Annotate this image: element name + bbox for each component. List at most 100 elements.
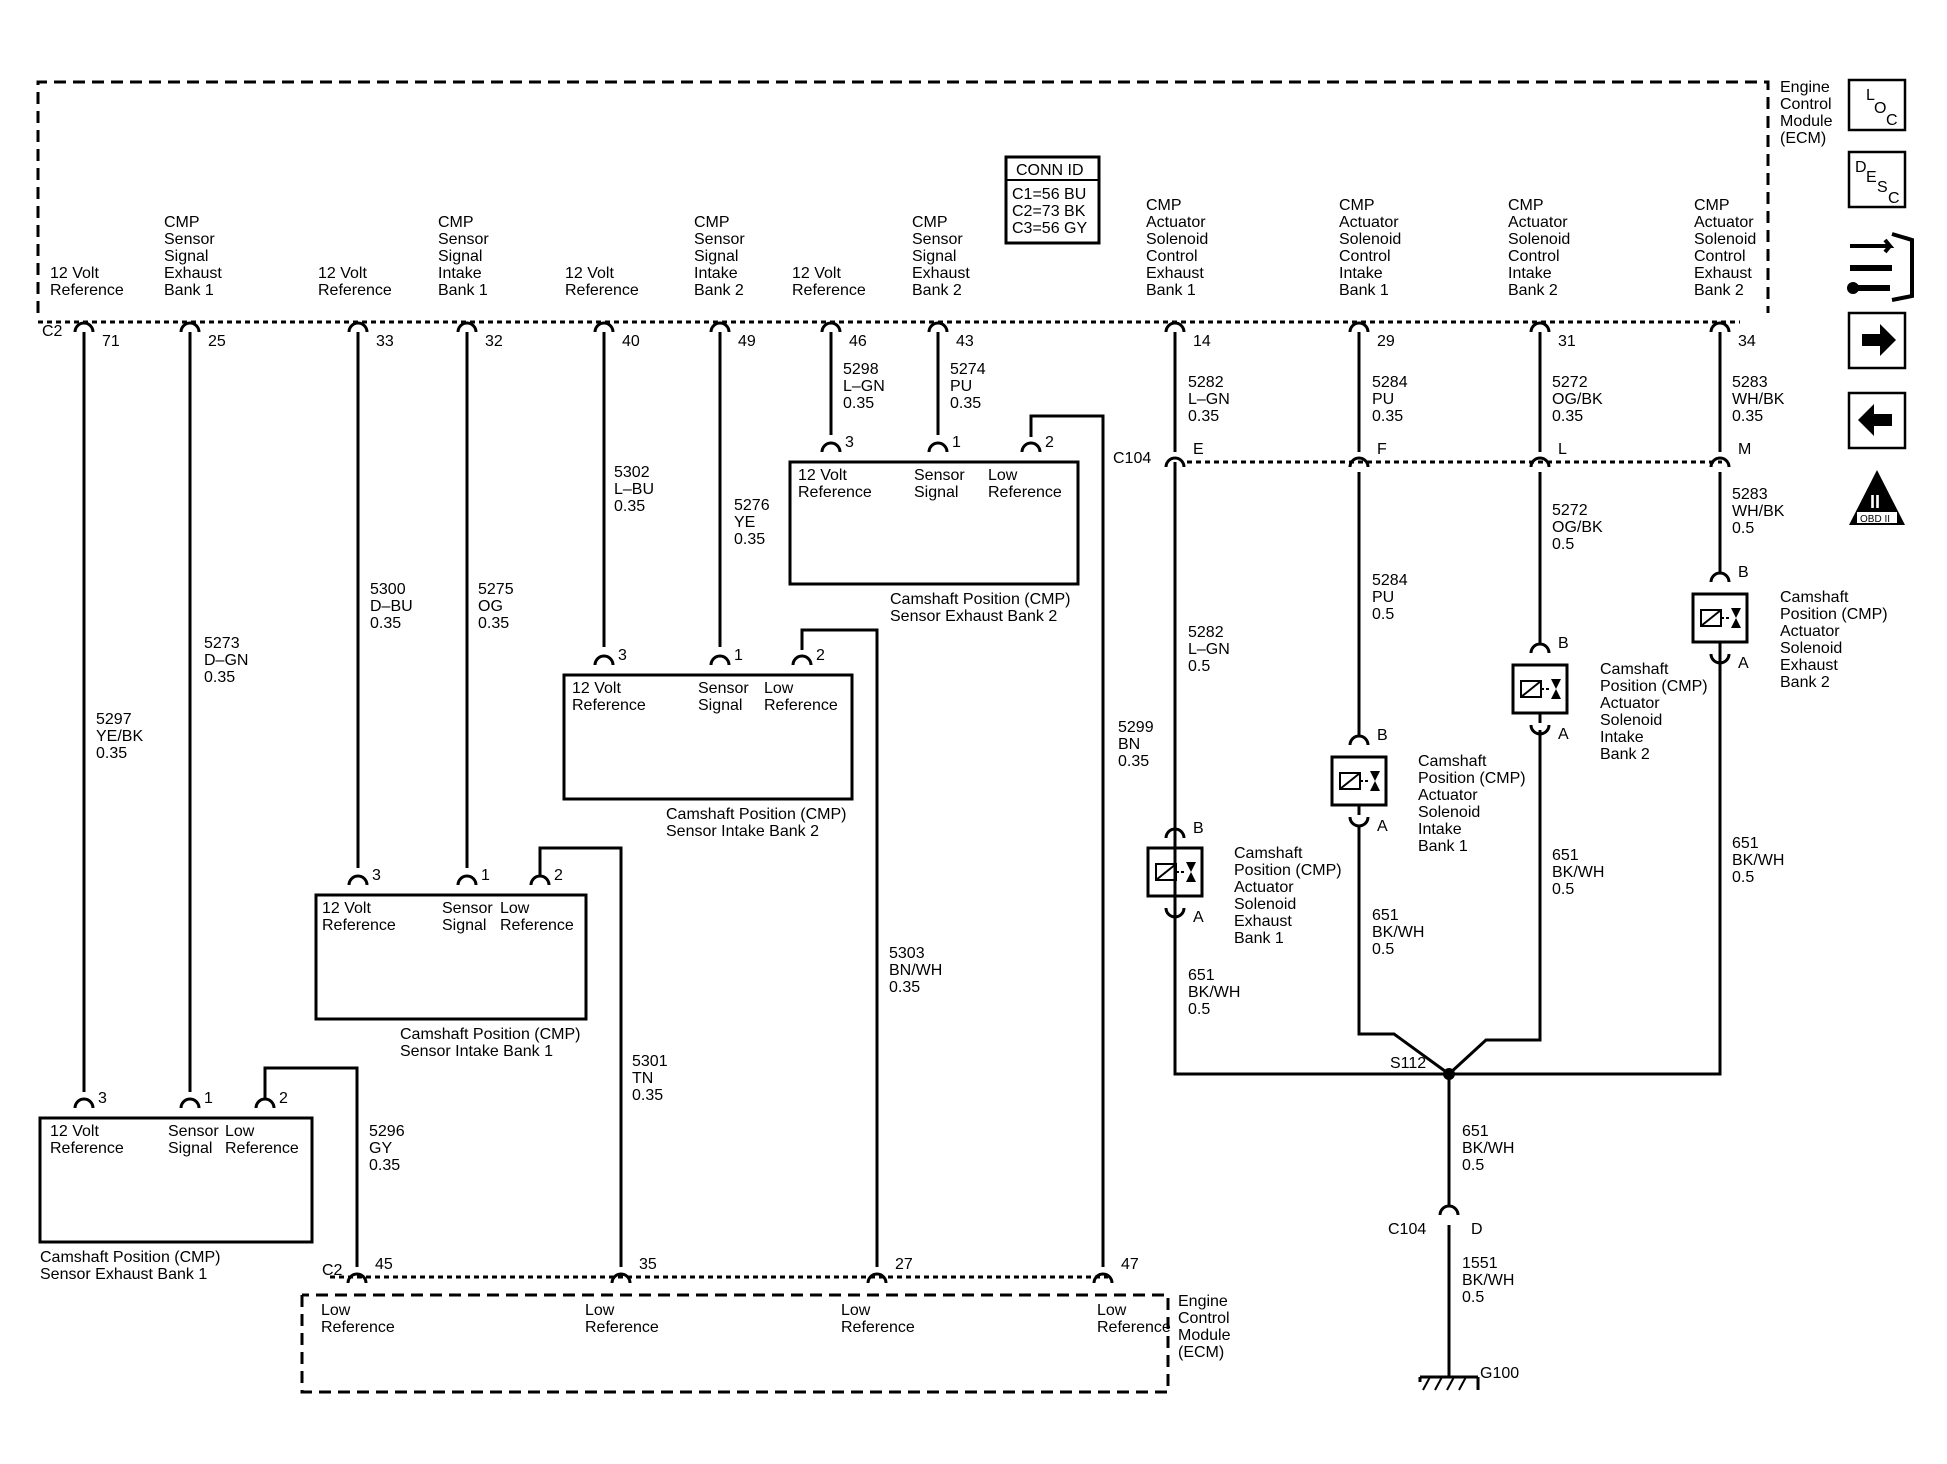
sensor-terminal-label: Reference (50, 1140, 124, 1157)
ecm-terminal-label: CMP (694, 214, 730, 231)
wire-gauge: 0.35 (950, 395, 981, 412)
ecm-terminal-label: Solenoid (1694, 231, 1756, 248)
solenoid-name: Position (CMP) (1418, 770, 1526, 787)
ecm-bottom-label: Reference (841, 1319, 915, 1336)
wire-color: BK/WH (1372, 924, 1424, 941)
solenoid-name: Bank 1 (1234, 930, 1284, 947)
ecm-terminal-label: CMP (1694, 197, 1730, 214)
wire-gauge: 0.35 (632, 1087, 663, 1104)
ecm-bottom-label: Reference (321, 1319, 395, 1336)
ecm-terminal-label: Solenoid (1146, 231, 1208, 248)
wire-color: WH/BK (1732, 391, 1785, 408)
ecm-title-line: Engine (1780, 79, 1830, 96)
solenoid-pin: B (1377, 727, 1388, 744)
ecm-terminal-label: Signal (912, 248, 956, 265)
ecm-terminal-label: Actuator (1508, 214, 1568, 231)
ecm-title-line: (ECM) (1780, 130, 1826, 147)
ecm-terminals: 12 VoltReference71CMPSensorSignalExhaust… (50, 197, 1756, 1267)
schematic-connector-icon[interactable] (1847, 232, 1914, 302)
conn-id-box: CONN ID C1=56 BU C2=73 BK C3=56 GY (1004, 155, 1101, 245)
ecm-pin-number: 43 (956, 333, 974, 350)
forward-arrow-icon[interactable] (1847, 311, 1907, 370)
ecm-terminal-label: CMP (164, 214, 200, 231)
solenoid-name: Camshaft (1780, 589, 1849, 606)
ecm-terminal-label: Solenoid (1508, 231, 1570, 248)
ecm-bottom-pin-number: 47 (1121, 1256, 1139, 1273)
wire-circuit-number: 5284 (1372, 572, 1408, 589)
sensor-pin-number: 2 (279, 1090, 288, 1107)
loc-icon[interactable]: L O C (1847, 78, 1907, 132)
wire-color: BN (1118, 736, 1140, 753)
ecm-bottom-title-line: Control (1178, 1310, 1230, 1327)
wire-gauge: 0.5 (1462, 1157, 1484, 1174)
wire-color: BK/WH (1462, 1140, 1514, 1157)
sensor-pin-number: 2 (816, 647, 825, 664)
sensor-terminal-label: Signal (914, 484, 958, 501)
sensor-pin-number: 2 (554, 867, 563, 884)
sensor-name: Camshaft Position (CMP) (666, 806, 847, 823)
wire-gauge: 0.35 (96, 745, 127, 762)
sensor-pin-number: 2 (1045, 434, 1054, 451)
wire-gauge: 0.5 (1188, 1001, 1210, 1018)
desc-letter: S (1877, 179, 1888, 196)
wire-gauge: 0.35 (889, 979, 920, 996)
wire-circuit-number: 5282 (1188, 374, 1224, 391)
ecm-terminal-label: Bank 2 (1508, 282, 1558, 299)
sensor-terminal-label: Sensor (168, 1123, 219, 1140)
ecm-terminal-label: Intake (438, 265, 482, 282)
wire-color: L–GN (1188, 391, 1230, 408)
ecm-terminal-label: Control (1694, 248, 1746, 265)
ecm-title-line: Module (1780, 113, 1833, 130)
wire-color: WH/BK (1732, 503, 1785, 520)
sensor-terminal-label: Sensor (914, 467, 965, 484)
desc-icon[interactable]: D E S C (1847, 150, 1907, 209)
solenoid-name: Intake (1418, 821, 1462, 838)
wire-color: OG/BK (1552, 519, 1603, 536)
wire-color: BK/WH (1188, 984, 1240, 1001)
ecm-terminal-label: 12 Volt (792, 265, 841, 282)
ecm-terminal-label: Signal (438, 248, 482, 265)
connector-c104-label: C104 (1113, 450, 1151, 467)
wire-gauge: 0.5 (1732, 520, 1754, 537)
ecm-terminal-label: Sensor (694, 231, 745, 248)
solenoid-name: Solenoid (1780, 640, 1842, 657)
obd-ii-icon[interactable]: II OBD II (1849, 470, 1905, 525)
obd-roman: II (1870, 492, 1880, 512)
wire-color: TN (632, 1070, 653, 1087)
ecm-terminal-label: Actuator (1339, 214, 1399, 231)
ecm-terminal-label: Bank 2 (694, 282, 744, 299)
wire-circuit-number: 1551 (1462, 1255, 1498, 1272)
solenoid-name: Exhaust (1234, 913, 1292, 930)
sensor-terminal-label: Signal (442, 917, 486, 934)
wire-color: D–BU (370, 598, 413, 615)
splice-s112-label: S112 (1390, 1055, 1426, 1072)
ecm-terminal-label: Intake (1339, 265, 1383, 282)
obd-caption: OBD II (1860, 514, 1890, 525)
sensor-terminal-label: Reference (988, 484, 1062, 501)
wire-circuit-number: 5283 (1732, 374, 1768, 391)
wire-color: BN/WH (889, 962, 942, 979)
sensor-pin-number: 1 (204, 1090, 213, 1107)
wire-color: PU (950, 378, 972, 395)
sensor-name: Camshaft Position (CMP) (400, 1026, 581, 1043)
wire-color: PU (1372, 589, 1394, 606)
wire-gauge: 0.5 (1188, 658, 1210, 675)
sensor-terminal-label: Reference (225, 1140, 299, 1157)
back-arrow-icon[interactable] (1847, 391, 1907, 450)
ecm-terminal-label: Control (1339, 248, 1391, 265)
ecm-bottom-label: Reference (585, 1319, 659, 1336)
side-icons: L O C D E S C II O (1847, 78, 1914, 525)
ecm-pin-number: 31 (1558, 333, 1576, 350)
wire-gauge: 0.35 (614, 498, 645, 515)
